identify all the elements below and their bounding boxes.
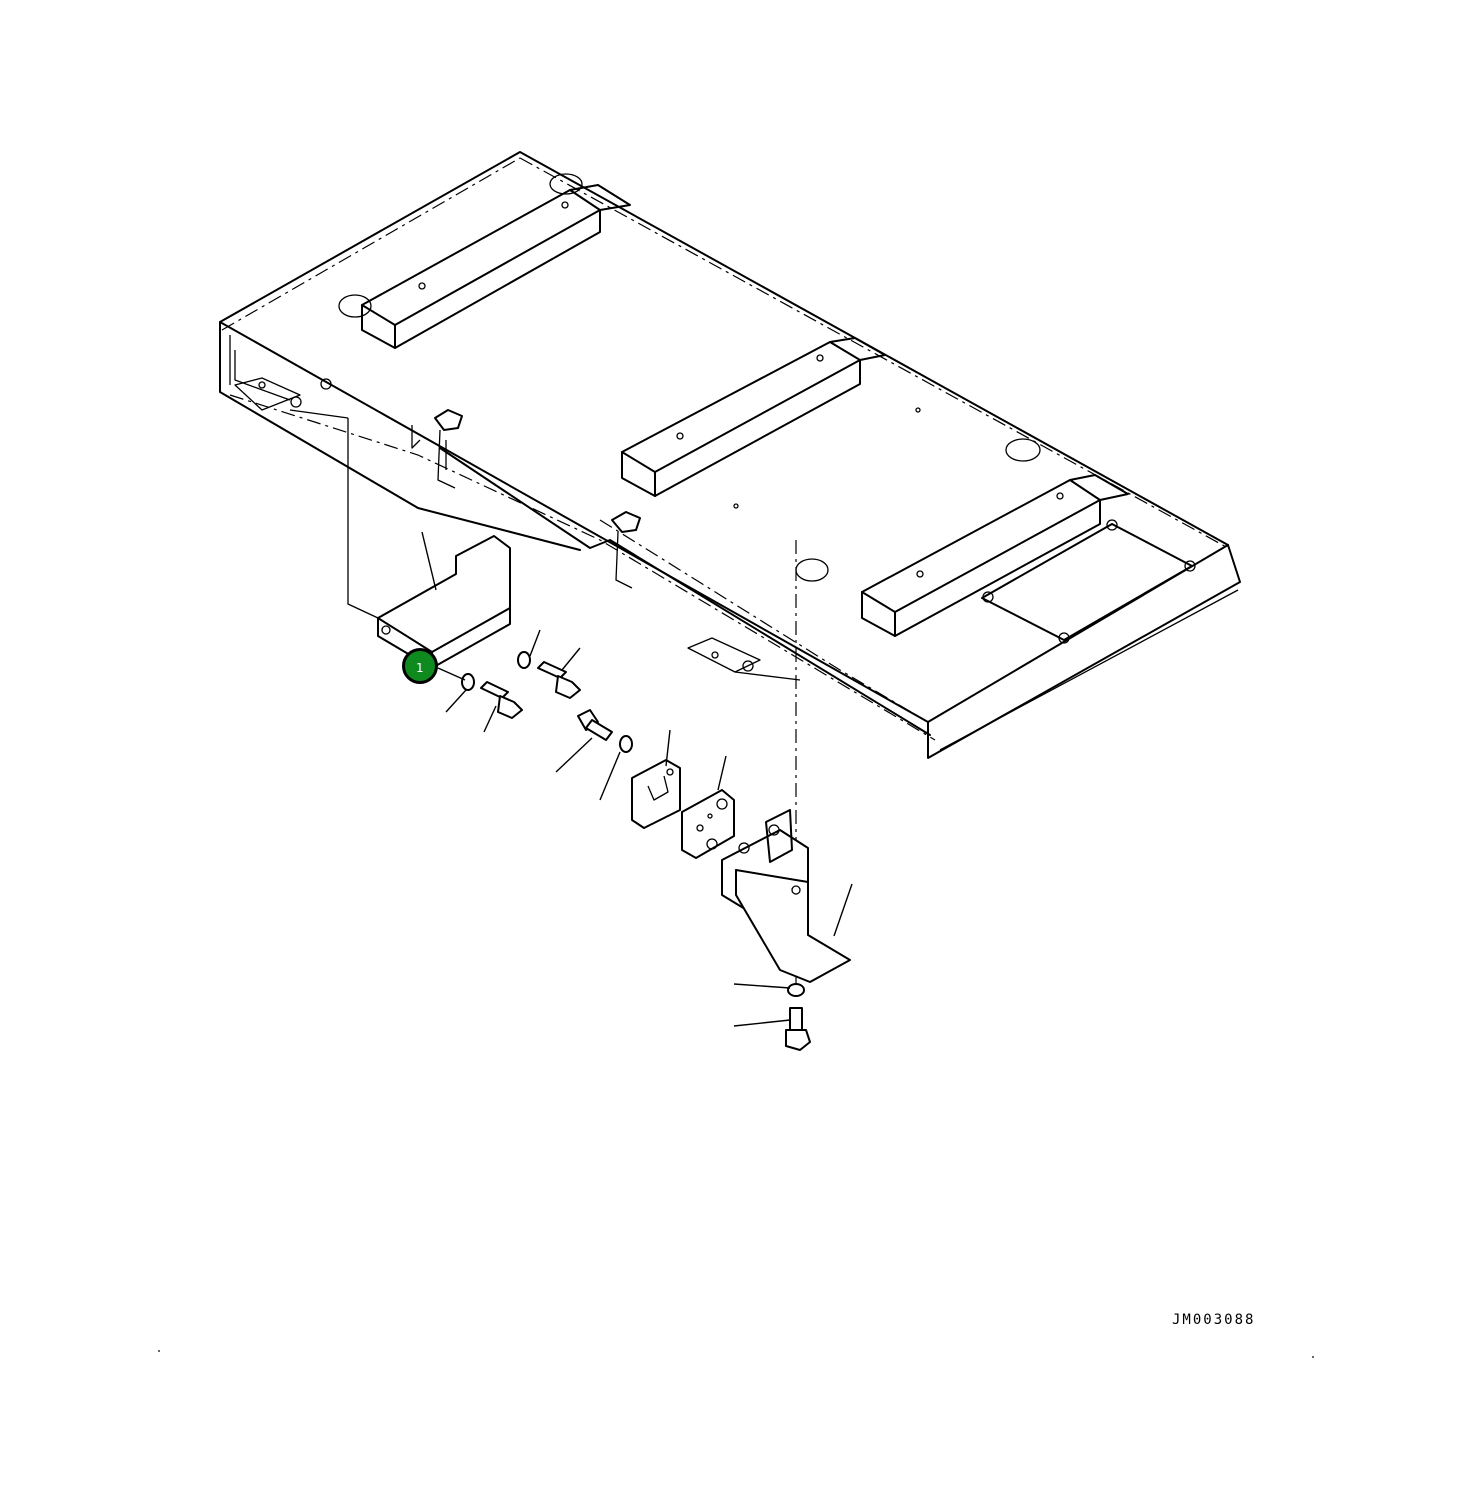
frame-mount-middle — [687, 637, 801, 681]
assembly-lines — [289, 409, 797, 990]
frame-mount-left — [234, 377, 332, 411]
callout-label: 1 — [416, 661, 424, 675]
bracket-right — [721, 809, 851, 983]
floor-frame — [219, 151, 1241, 759]
access-holes — [338, 173, 1041, 582]
cross-member-middle — [621, 337, 886, 497]
shim-plate-b — [681, 789, 735, 859]
cross-member-rear — [361, 184, 631, 349]
callout-badge-1[interactable]: 1 — [402, 648, 438, 684]
bolt-middle — [577, 709, 613, 741]
bolt-bottom — [785, 1007, 811, 1051]
latch-left — [434, 409, 463, 489]
washer-middle — [619, 735, 633, 753]
corner-mark-left — [158, 1350, 160, 1352]
drawing-code: JM003088 — [1172, 1312, 1256, 1328]
corner-mark-right — [1312, 1356, 1314, 1358]
washer-bottom — [787, 983, 805, 997]
washer-upper — [517, 651, 531, 669]
cross-member-front — [861, 474, 1129, 637]
bolt-upper — [537, 661, 581, 699]
leader-lines — [421, 531, 853, 1027]
bolt-lower-left — [480, 681, 523, 719]
cover-plate — [981, 519, 1196, 644]
latch-right — [611, 511, 641, 589]
shim-plate-a — [631, 759, 681, 829]
washer-lower-left — [461, 673, 475, 691]
bracket-left — [377, 535, 511, 669]
